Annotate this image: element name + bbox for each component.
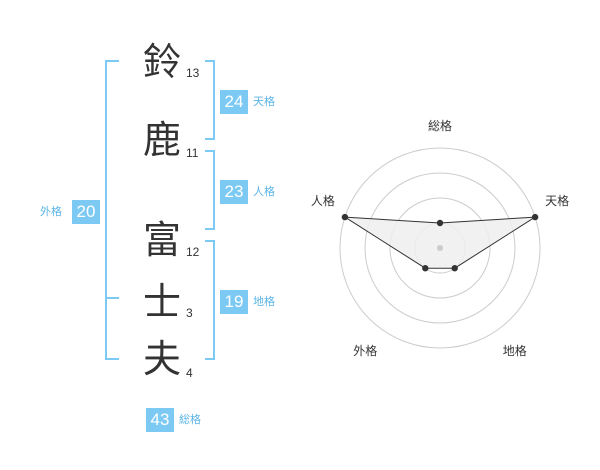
radar-grid-ring <box>364 172 516 324</box>
name-char-1: 鈴 <box>142 40 181 84</box>
tenkaku-value-badge: 24 <box>220 90 248 114</box>
radar-data-point <box>436 219 444 227</box>
gaikaku-value-badge: 20 <box>72 200 100 224</box>
name-char-2: 鹿 <box>142 118 181 162</box>
gaikaku-bracket <box>105 60 119 360</box>
radar-axis-label: 外格 <box>353 343 377 358</box>
jinkaku-value-badge: 23 <box>220 180 248 204</box>
jinkaku-label: 人格 <box>253 185 275 198</box>
jinkaku-bracket <box>205 150 215 230</box>
name-char-3: 富 <box>142 218 181 262</box>
radar-data-point <box>451 265 458 272</box>
radar-data-point <box>341 213 349 221</box>
radar-data-point <box>422 265 429 272</box>
stroke-count-1: 13 <box>186 66 200 80</box>
radar-axis-label: 地格 <box>503 343 527 358</box>
radar-center-point <box>437 245 443 251</box>
stroke-count-5: 4 <box>186 366 193 380</box>
name-char-5: 夫 <box>142 337 181 381</box>
radar-data-point <box>531 213 539 221</box>
stroke-count-2: 11 <box>186 146 199 160</box>
soukaku-label: 総格 <box>179 413 201 426</box>
stroke-count-3: 12 <box>186 245 200 259</box>
radar-axis-label: 総格 <box>428 118 452 133</box>
radar-grid-ring <box>339 147 541 349</box>
radar-data-area <box>344 216 536 269</box>
stroke-count-4: 3 <box>186 306 193 320</box>
radar-axis-label: 人格 <box>311 193 335 208</box>
radar-axis-label: 天格 <box>545 193 569 208</box>
tenkaku-bracket <box>205 60 215 140</box>
gaikaku-label: 外格 <box>40 205 62 218</box>
name-char-4: 士 <box>142 280 181 324</box>
radar-grid-ring <box>389 197 491 299</box>
tenkaku-label: 天格 <box>253 95 275 108</box>
soukaku-value-badge: 43 <box>146 408 174 432</box>
chikaku-label: 地格 <box>253 295 275 308</box>
chikaku-bracket <box>205 240 215 360</box>
chikaku-value-badge: 19 <box>220 290 248 314</box>
gaikaku-bracket-tick <box>105 297 119 299</box>
